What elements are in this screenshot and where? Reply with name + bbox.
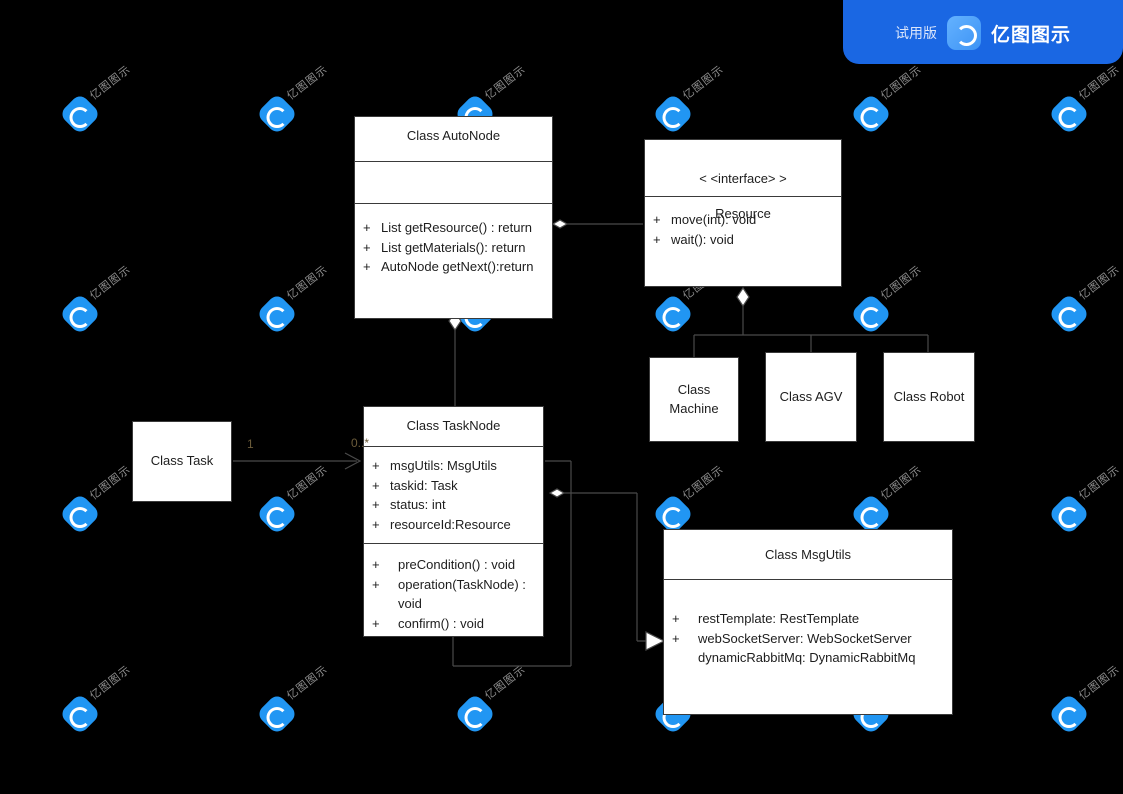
visibility-marker: + <box>363 220 371 235</box>
member-text: move(int): void <box>671 212 757 227</box>
divider-tasknode-1 <box>364 446 543 447</box>
member-text: operation(TaskNode) : void <box>398 576 526 612</box>
trial-banner[interactable]: 试用版 亿图图示 <box>843 0 1123 64</box>
class-box-autonode[interactable]: Class AutoNode + List getResource() : re… <box>354 116 553 319</box>
visibility-marker: + <box>372 516 380 532</box>
visibility-marker: + <box>372 477 380 493</box>
member-text: List getMaterials(): return <box>381 239 526 255</box>
member-row: + wait(): void <box>653 230 833 250</box>
stereotype-resource: < <interface> > <box>699 170 787 186</box>
class-attributes-autonode <box>355 162 552 203</box>
visibility-marker: + <box>653 231 661 247</box>
class-attributes-msgutils: + restTemplate: RestTemplate + webSocket… <box>664 580 952 678</box>
arrowhead-tasknode-msgutils <box>645 631 666 651</box>
visibility-marker <box>672 648 698 668</box>
class-box-resource[interactable]: < <interface> > Resource + move(int): vo… <box>644 139 842 287</box>
visibility-marker: + <box>672 611 680 626</box>
member-row: + msgUtils: MsgUtils <box>372 456 535 476</box>
member-row: + move(int): void <box>653 210 833 230</box>
visibility-marker: + <box>372 576 380 592</box>
class-attributes-tasknode: + msgUtils: MsgUtils + taskid: Task + st… <box>364 447 543 543</box>
member-row: + status: int <box>372 495 535 515</box>
divider-autonode-2 <box>355 203 552 204</box>
member-text: msgUtils: MsgUtils <box>390 458 497 473</box>
class-box-msgutils[interactable]: Class MsgUtils + restTemplate: RestTempl… <box>663 529 953 715</box>
visibility-marker: + <box>372 497 380 512</box>
multiplicity-tasknode-target: 0..* <box>351 436 370 450</box>
class-box-tasknode[interactable]: Class TaskNode + msgUtils: MsgUtils + ta… <box>363 406 544 637</box>
class-methods-autonode: + List getResource() : return + List get… <box>355 204 552 287</box>
class-title-autonode: Class AutoNode <box>406 128 501 143</box>
edraw-logo-icon <box>946 16 981 50</box>
arrowhead-task-tasknode <box>344 452 362 470</box>
visibility-marker: + <box>372 458 380 473</box>
member-row: + operation(TaskNode) : void <box>372 575 535 614</box>
visibility-marker: + <box>653 212 661 227</box>
class-methods-resource: + move(int): void + wait(): void <box>645 197 841 259</box>
member-row: + preCondition() : void <box>372 555 535 575</box>
member-text: webSocketServer: WebSocketServer <box>698 630 912 646</box>
member-text: dynamicRabbitMq: DynamicRabbitMq <box>698 650 916 665</box>
member-text: taskid: Task <box>390 477 458 493</box>
class-box-agv[interactable]: Class AGV <box>765 352 857 442</box>
visibility-marker: + <box>672 630 680 646</box>
member-text: confirm() : void <box>398 615 484 631</box>
divider-autonode-1 <box>355 161 552 162</box>
trial-label: 试用版 <box>894 25 937 41</box>
member-text: List getResource() : return <box>381 220 533 235</box>
member-text: preCondition() : void <box>398 557 516 572</box>
interface-name-resource: Resource <box>715 205 771 221</box>
class-methods-tasknode: + preCondition() : void + operation(Task… <box>364 544 543 643</box>
diamond-autonode-resource <box>551 219 569 229</box>
diamond-resource-bus <box>736 286 750 308</box>
member-row: + List getMaterials(): return <box>363 238 544 258</box>
member-row: + List getResource() : return <box>363 218 544 238</box>
divider-resource-1 <box>645 196 841 197</box>
diamond-tasknode-msgutils <box>548 488 566 498</box>
class-box-task[interactable]: Class Task <box>132 421 232 502</box>
visibility-marker: + <box>363 259 371 274</box>
member-row: + taskid: Task <box>372 476 535 496</box>
class-box-robot[interactable]: Class Robot <box>883 352 975 442</box>
trial-banner-content: 试用版 亿图图示 <box>895 16 1071 50</box>
member-text: resourceId:Resource <box>390 516 511 532</box>
member-row: + restTemplate: RestTemplate <box>672 609 944 629</box>
member-text: wait(): void <box>671 231 734 247</box>
divider-tasknode-2 <box>364 543 543 544</box>
member-text: AutoNode getNext():return <box>381 259 534 274</box>
visibility-marker: + <box>363 239 371 255</box>
member-row: dynamicRabbitMq: DynamicRabbitMq <box>672 648 944 668</box>
multiplicity-task-source: 1 <box>247 437 254 451</box>
class-title-resource: < <interface> > Resource <box>645 140 841 221</box>
class-title-tasknode: Class TaskNode <box>406 418 501 433</box>
member-row: + webSocketServer: WebSocketServer <box>672 629 944 649</box>
visibility-marker: + <box>372 615 380 631</box>
member-row: + confirm() : void <box>372 614 535 634</box>
member-row: + resourceId:Resource <box>372 515 535 535</box>
visibility-marker: + <box>372 557 380 572</box>
member-row: + AutoNode getNext():return <box>363 257 544 277</box>
member-text: status: int <box>390 497 446 512</box>
brand-label: 亿图图示 <box>990 24 1071 46</box>
divider-msgutils-1 <box>664 579 952 580</box>
member-text: restTemplate: RestTemplate <box>698 611 860 626</box>
class-box-machine[interactable]: Class Machine <box>649 357 739 442</box>
class-title-msgutils: Class MsgUtils <box>765 547 851 562</box>
